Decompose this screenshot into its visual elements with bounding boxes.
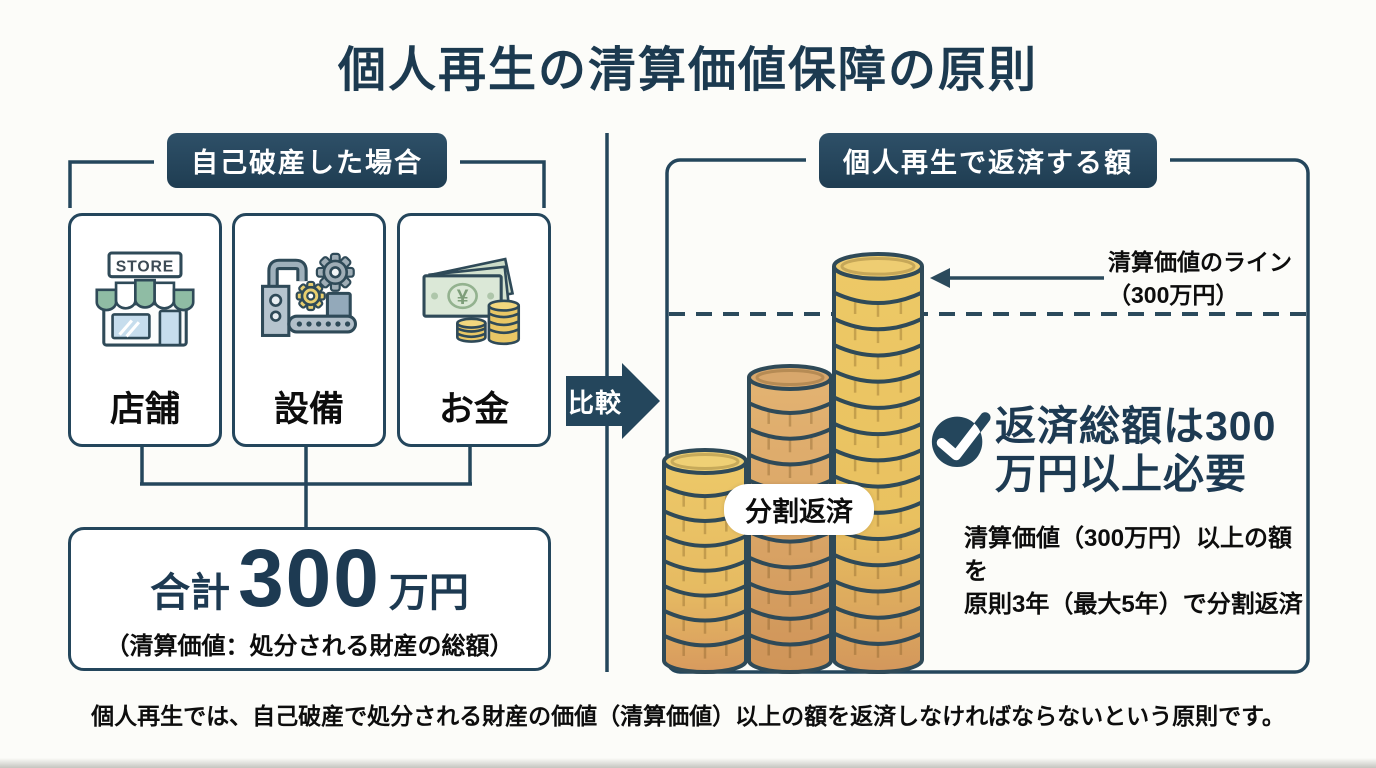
card-equipment: 設備 (232, 213, 386, 447)
repayment-detail-2: 原則3年（最大5年）で分割返済 (964, 591, 1303, 618)
repayment-headline-1: 返済総額は300 (995, 403, 1277, 449)
left-section-header: 自己破産した場合 (167, 133, 447, 188)
installment-badge: 分割返済 (724, 484, 874, 535)
total-prefix: 合計 (150, 570, 231, 615)
connector-tree (140, 441, 472, 528)
coin-stack-1 (662, 448, 748, 674)
factory-icon (252, 216, 366, 381)
repayment-headline: 返済総額は300 万円以上必要 (995, 402, 1315, 498)
right-header-wrap: 個人再生で返済する額 (806, 133, 1170, 188)
total-row: 合計 300 万円 (150, 532, 469, 624)
liquidation-line-label-2: （300万円） (1108, 282, 1239, 308)
card-store: STORE 店舗 (68, 213, 222, 447)
compare-arrow: 比較 (566, 363, 662, 439)
bottom-shade (0, 758, 1376, 768)
coin-stacks-group (662, 252, 924, 674)
page-title: 個人再生の清算価値保障の原則 (337, 44, 1038, 97)
compare-arrow-icon (566, 363, 660, 439)
card-money: ¥ お金 (397, 213, 551, 447)
money-icon: ¥ (417, 216, 531, 381)
compare-arrow-label: 比較 (567, 387, 622, 418)
left-header-wrap: 自己破産した場合 (154, 133, 460, 188)
total-unit: 万円 (388, 570, 469, 615)
repayment-detail: 清算価値（300万円）以上の額を 原則3年（最大5年）で分割返済 (964, 522, 1314, 621)
liquidation-line-label-1: 清算価値のライン (1108, 249, 1292, 275)
total-note: （清算価値：処分される財産の総額） (105, 632, 514, 660)
card-label-money: お金 (438, 390, 509, 429)
svg-text:STORE: STORE (116, 258, 174, 275)
footer-caption: 個人再生では、自己破産で処分される財産の価値（清算価値）以上の額を返済しなければ… (91, 703, 1285, 729)
check-circle-icon (928, 404, 994, 473)
right-section-header: 個人再生で返済する額 (819, 133, 1157, 188)
repayment-headline-2: 万円以上必要 (995, 451, 1247, 497)
coin-stack-3 (832, 252, 924, 674)
total-box: 合計 300 万円 （清算価値：処分される財産の総額） (68, 527, 551, 671)
total-amount: 300 (238, 532, 381, 624)
liquidation-line-label: 清算価値のライン （300万円） (1108, 246, 1292, 312)
card-label-equipment: 設備 (273, 390, 344, 429)
repayment-detail-1: 清算価値（300万円）以上の額を (964, 525, 1293, 585)
card-label-store: 店舗 (109, 390, 180, 429)
store-icon: STORE (88, 216, 202, 381)
svg-text:¥: ¥ (457, 285, 469, 308)
line-pointer-arrowhead-icon (930, 268, 950, 288)
